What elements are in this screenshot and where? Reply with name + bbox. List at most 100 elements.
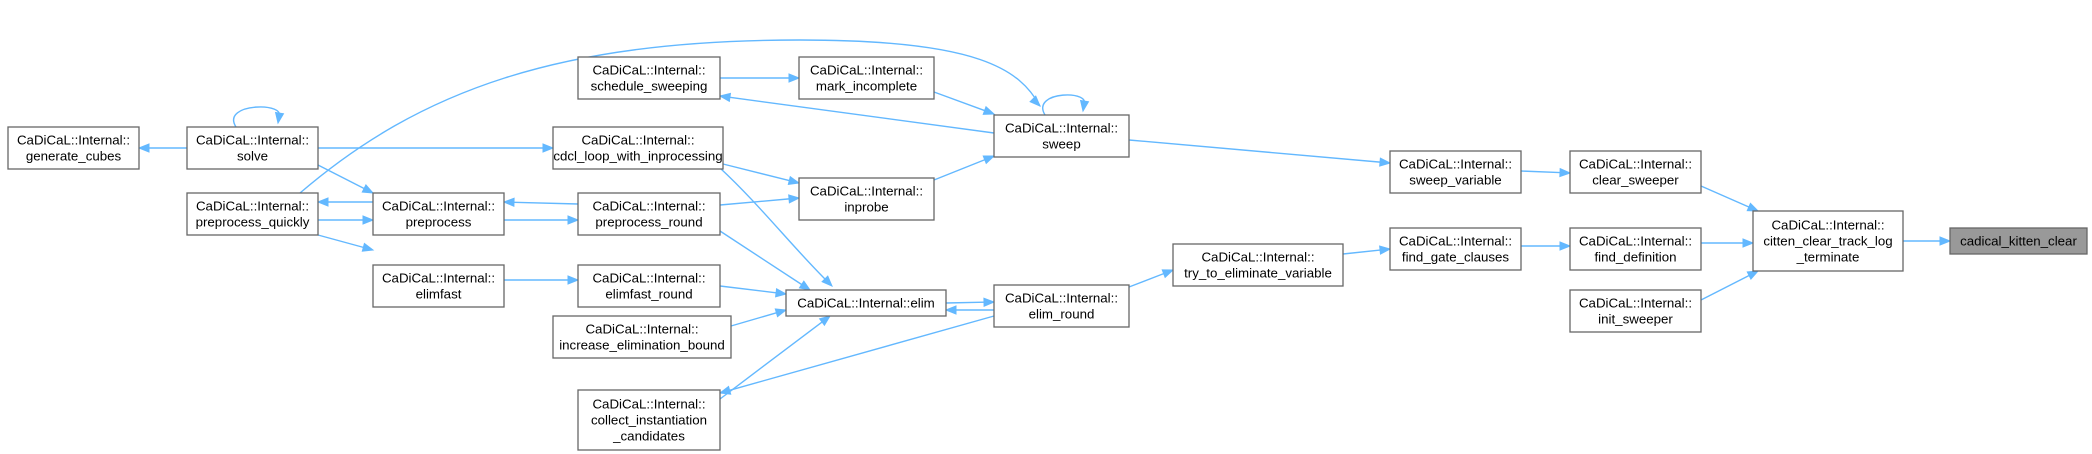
node-sweep-box[interactable] (993, 114, 1130, 158)
edge-inprobe-to-sweep-arrowhead (982, 155, 996, 165)
edge-sweep-to-sweep-line (1042, 94, 1086, 116)
node-find-def[interactable]: CaDiCaL::Internal::find_definition (1569, 227, 1702, 271)
node-sweep[interactable]: CaDiCaL::Internal::sweep (993, 114, 1130, 158)
node-elimfast[interactable]: CaDiCaL::Internal::elimfast (372, 264, 505, 308)
edge-inc-bound-to-elim (730, 308, 788, 327)
node-clear-sw[interactable]: CaDiCaL::Internal::clear_sweeper (1569, 150, 1702, 194)
edge-init-sw-to-citten-arrowhead (1746, 270, 1760, 280)
node-inc-bound-box[interactable] (552, 315, 732, 359)
node-init-sw-label-line: init_sweeper (1598, 312, 1673, 327)
edge-cdcl-loop-to-elim (719, 167, 833, 287)
node-try-elim[interactable]: CaDiCaL::Internal::try_to_eliminate_vari… (1172, 243, 1344, 287)
edge-sweep-to-sweep-var-line (1128, 139, 1381, 163)
edge-cdcl-loop-to-inprobe-arrowhead (787, 175, 801, 186)
node-gen-cubes[interactable]: CaDiCaL::Internal::generate_cubes (7, 126, 140, 170)
edge-find-gate-to-find-def-arrowhead (1559, 241, 1572, 251)
edge-elimf-round-to-elim-line (719, 285, 777, 294)
node-elimf-round[interactable]: CaDiCaL::Internal::elimfast_round (577, 264, 721, 308)
node-find-gate-label-line: CaDiCaL::Internal:: (1399, 234, 1512, 249)
node-pre-quick-box[interactable] (186, 192, 319, 236)
node-inprobe-box[interactable] (798, 177, 935, 221)
node-elimfast-box[interactable] (372, 264, 505, 308)
node-init-sw-label-line: CaDiCaL::Internal:: (1579, 296, 1692, 311)
edge-preprocess-to-pre-quick-arrowhead (316, 197, 329, 207)
node-inc-bound-label-line: increase_elimination_bound (559, 338, 725, 353)
edge-clear-sw-to-citten-arrowhead (1746, 202, 1760, 212)
edge-elimf-round-to-elim-arrowhead (775, 288, 788, 298)
edge-init-sw-to-citten (1700, 270, 1760, 301)
node-clear-sw-box[interactable] (1569, 150, 1702, 194)
node-inprobe[interactable]: CaDiCaL::Internal::inprobe (798, 177, 935, 221)
edge-try-elim-to-find-gate-arrowhead (1379, 245, 1392, 255)
node-mark-inc[interactable]: CaDiCaL::Internal::mark_incomplete (798, 56, 935, 100)
node-pre-round-label-line: CaDiCaL::Internal:: (592, 199, 705, 214)
node-sched-sw-box[interactable] (577, 56, 721, 100)
edge-pre-quick-to-preprocess-arrowhead (362, 215, 375, 225)
edge-pre-quick-to-elimfast-arrowhead (361, 242, 375, 252)
node-clear-sw-label-line: CaDiCaL::Internal:: (1579, 157, 1692, 172)
node-solve-box[interactable] (186, 126, 319, 170)
node-citten[interactable]: CaDiCaL::Internal::citten_clear_track_lo… (1752, 210, 1904, 272)
node-citten-box[interactable] (1752, 210, 1904, 272)
node-init-sw[interactable]: CaDiCaL::Internal::init_sweeper (1569, 289, 1702, 333)
edge-sweep-var-to-clear-sw (1520, 167, 1572, 178)
edge-elim-to-elim-round-arrowhead (983, 297, 996, 307)
edge-pre-quick-to-sweep-line (299, 39, 1041, 194)
node-pre-quick[interactable]: CaDiCaL::Internal::preprocess_quickly (186, 192, 319, 236)
node-solve[interactable]: CaDiCaL::Internal::solve (186, 126, 319, 170)
node-gen-cubes-box[interactable] (7, 126, 140, 170)
edge-try-elim-to-find-gate (1342, 245, 1392, 255)
node-cdcl-loop-box[interactable] (552, 126, 724, 170)
edge-sweep-to-sched-sw-arrowhead (718, 92, 732, 103)
node-elim-round[interactable]: CaDiCaL::Internal::elim_round (993, 284, 1130, 328)
node-elim[interactable]: CaDiCaL::Internal::elim (785, 289, 947, 317)
edge-collect-to-elim (719, 315, 832, 400)
edge-citten-to-root (1903, 236, 1952, 246)
node-root-box[interactable] (1949, 227, 2088, 255)
node-preprocess[interactable]: CaDiCaL::Internal::preprocess (372, 192, 505, 236)
edge-find-def-to-citten-arrowhead (1742, 238, 1755, 248)
node-root[interactable]: cadical_kitten_clear (1949, 227, 2088, 255)
node-sweep-var-box[interactable] (1389, 150, 1522, 194)
edge-elim-to-elim-round-line (945, 301, 985, 304)
edge-mark-inc-to-sweep-arrowhead (982, 105, 996, 115)
node-elim-round-label-line: CaDiCaL::Internal:: (1005, 291, 1118, 306)
edge-cdcl-loop-to-elim-line (719, 167, 831, 285)
node-mark-inc-label-line: mark_incomplete (816, 79, 917, 94)
edge-pre-round-to-elim-arrowhead (798, 280, 812, 291)
node-collect-box[interactable] (577, 389, 721, 451)
node-pre-round[interactable]: CaDiCaL::Internal::preprocess_round (577, 192, 721, 236)
node-preprocess-box[interactable] (372, 192, 505, 236)
edge-pre-round-to-preprocess-line (513, 201, 579, 205)
node-solve-label-line: solve (237, 149, 268, 164)
node-init-sw-box[interactable] (1569, 289, 1702, 333)
edge-solve-to-gen-cubes (137, 143, 187, 153)
node-find-gate-box[interactable] (1389, 227, 1522, 271)
node-elim-label-line: CaDiCaL::Internal::elim (797, 296, 934, 311)
node-find-def-box[interactable] (1569, 227, 1702, 271)
node-gen-cubes-label-line: CaDiCaL::Internal:: (17, 133, 130, 148)
node-sched-sw-label-line: schedule_sweeping (591, 79, 708, 94)
edge-pre-round-to-preprocess (502, 197, 579, 208)
node-elimf-round-box[interactable] (577, 264, 721, 308)
node-find-def-label-line: CaDiCaL::Internal:: (1579, 234, 1692, 249)
node-mark-inc-box[interactable] (798, 56, 935, 100)
node-elim-round-box[interactable] (993, 284, 1130, 328)
node-sched-sw[interactable]: CaDiCaL::Internal::schedule_sweeping (577, 56, 721, 100)
node-try-elim-box[interactable] (1172, 243, 1344, 287)
node-sweep-var[interactable]: CaDiCaL::Internal::sweep_variable (1389, 150, 1522, 194)
edge-solve-to-preprocess (317, 164, 375, 194)
node-inc-bound[interactable]: CaDiCaL::Internal::increase_elimination_… (552, 315, 732, 359)
nodes-layer: cadical_kitten_clearCaDiCaL::Internal::c… (7, 56, 2088, 451)
node-gen-cubes-label-line: generate_cubes (26, 149, 122, 164)
node-elim-box[interactable] (785, 289, 947, 317)
node-try-elim-label-line: CaDiCaL::Internal:: (1201, 250, 1314, 265)
node-cdcl-loop[interactable]: CaDiCaL::Internal::cdcl_loop_with_inproc… (552, 126, 724, 170)
node-find-gate[interactable]: CaDiCaL::Internal::find_gate_clauses (1389, 227, 1522, 271)
node-collect[interactable]: CaDiCaL::Internal::collect_instantiation… (577, 389, 721, 451)
edge-citten-to-root-arrowhead (1939, 236, 1952, 246)
edge-elim-round-to-elim (944, 305, 994, 315)
edge-solve-to-preprocess-arrowhead (361, 184, 375, 194)
node-pre-round-box[interactable] (577, 192, 721, 236)
edge-sched-sw-to-mark-inc-arrowhead (788, 73, 801, 83)
